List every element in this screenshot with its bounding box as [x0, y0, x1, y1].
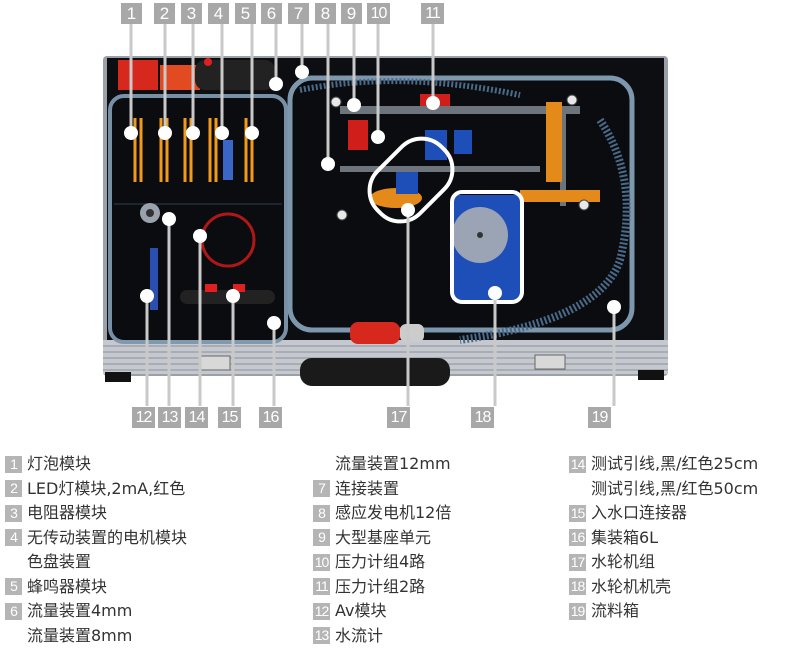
legend-item: 4 无传动装置的电机模块	[5, 526, 187, 551]
callout-tag-18: 18	[471, 407, 494, 428]
callout-tag-11: 11	[421, 3, 444, 24]
legend-number: 1	[5, 455, 22, 473]
legend-number: 7	[313, 480, 330, 498]
callout-tag-15: 15	[218, 407, 241, 428]
legend-number: 15	[569, 504, 586, 522]
legend-text: 水轮机组	[591, 552, 656, 571]
legend-text: 测试引线,黑/红色50cm	[591, 478, 759, 498]
callout-tag-6: 6	[261, 3, 282, 24]
legend-item-continuation: 测试引线,黑/红色50cm	[569, 477, 758, 502]
legend-item: 1 灯泡模块	[5, 452, 187, 477]
legend-text: 感应发电机12倍	[335, 503, 452, 522]
legend-item-continuation: 流量装置12mm	[313, 452, 451, 477]
legend-item: 10 压力计组4路	[313, 550, 451, 575]
legend-text: 流料箱	[591, 601, 640, 620]
legend-text: 流量装置12mm	[335, 454, 451, 473]
callout-tag-17: 17	[387, 407, 410, 428]
legend-item: 19 流料箱	[569, 599, 758, 624]
product-photo-kit-case	[103, 24, 668, 406]
legend-text: 电阻器模块	[27, 503, 108, 522]
legend-item: 17 水轮机组	[569, 550, 758, 575]
legend-text: LED灯模块,2mA,红色	[27, 478, 186, 498]
case-handle	[300, 358, 450, 386]
legend-number: 19	[569, 602, 586, 620]
callout-tag-19: 19	[588, 407, 611, 428]
legend-text: 无传动装置的电机模块	[27, 527, 188, 547]
legend-number: 11	[313, 578, 330, 596]
legend-number: 14	[569, 455, 586, 473]
legend-text: 集装箱6L	[591, 527, 659, 547]
highlight-turbine-group	[367, 136, 455, 224]
legend-text: 大型基座单元	[335, 527, 432, 547]
legend-item: 18 水轮机机壳	[569, 575, 758, 600]
legend-item: 12 Av模块	[313, 599, 451, 624]
callout-tag-9: 9	[341, 3, 362, 24]
leader-lines-top	[129, 24, 435, 164]
leader-lines-bottom	[145, 210, 616, 406]
callout-tag-14: 14	[185, 407, 208, 428]
callout-tag-10: 10	[367, 3, 390, 24]
legend-item: 6 流量装置4mm	[5, 599, 187, 624]
legend-text: 色盘装置	[27, 552, 92, 571]
legend-text: 压力计组4路	[335, 552, 426, 571]
legend-text: Av模块	[335, 601, 387, 620]
legend-text: 灯泡模块	[27, 454, 92, 473]
legend-text: 水轮机机壳	[591, 576, 672, 596]
legend-item: 5 蜂鸣器模块	[5, 575, 187, 600]
callout-tag-5: 5	[235, 3, 256, 24]
legend-number: 12	[313, 602, 330, 620]
legend-item: 7 连接装置	[313, 477, 451, 502]
legend-text: 流量装置4mm	[27, 601, 133, 620]
callout-tag-1: 1	[121, 3, 142, 24]
legend-column-3: 14 测试引线,黑/红色25cm 测试引线,黑/红色50cm 15 入水口连接器 1…	[569, 452, 758, 624]
legend-item: 14 测试引线,黑/红色25cm	[569, 452, 758, 477]
callout-tag-3: 3	[181, 3, 202, 24]
legend-number: 13	[313, 627, 330, 645]
legend-text: 水流计	[335, 625, 384, 645]
legend-text: 测试引线,黑/红色25cm	[591, 454, 759, 473]
legend-number: 8	[313, 504, 330, 522]
callout-tag-13: 13	[158, 407, 181, 428]
legend-number: 17	[569, 553, 586, 571]
highlight-turbine-housing	[450, 190, 524, 304]
legend-column-2: 流量装置12mm 7 连接装置 8 感应发电机12倍 9 大型基座单元 10 压力计组4…	[313, 452, 451, 648]
legend-item: 8 感应发电机12倍	[313, 501, 451, 526]
legend-item: 9 大型基座单元	[313, 526, 451, 551]
callout-tag-12: 12	[132, 407, 155, 428]
legend-number-blank	[313, 456, 330, 473]
legend-number-blank	[5, 554, 22, 571]
legend-item: 2 LED灯模块,2mA,红色	[5, 477, 187, 502]
callout-tag-8: 8	[315, 3, 336, 24]
legend-number-blank	[5, 627, 22, 644]
legend-text: 流量装置8mm	[27, 625, 133, 645]
legend-item: 13 水流计	[313, 624, 451, 649]
callout-tag-16: 16	[259, 407, 282, 428]
legend-number: 18	[569, 578, 586, 596]
legend-item: 16 集装箱6L	[569, 526, 758, 551]
legend-item: 15 入水口连接器	[569, 501, 758, 526]
legend-number-blank	[569, 480, 586, 497]
callout-tag-4: 4	[208, 3, 229, 24]
legend-item-continuation: 色盘装置	[5, 550, 187, 575]
legend-number: 5	[5, 578, 22, 596]
legend-number: 3	[5, 504, 22, 522]
legend-text: 连接装置	[335, 478, 400, 498]
legend-item: 3 电阻器模块	[5, 501, 187, 526]
leader-dots	[124, 65, 621, 330]
legend-number: 9	[313, 529, 330, 547]
legend-number: 10	[313, 553, 330, 571]
legend-text: 压力计组2路	[335, 576, 426, 596]
legend-number: 4	[5, 529, 22, 547]
legend-text: 入水口连接器	[591, 503, 688, 522]
legend-text: 蜂鸣器模块	[27, 576, 108, 596]
callout-tag-2: 2	[154, 3, 175, 24]
legend-item: 11 压力计组2路	[313, 575, 451, 600]
legend-number: 2	[5, 480, 22, 498]
legend-number: 16	[569, 529, 586, 547]
legend-number: 6	[5, 602, 22, 620]
callout-tag-7: 7	[288, 3, 309, 24]
legend-item-continuation: 流量装置8mm	[5, 624, 187, 649]
